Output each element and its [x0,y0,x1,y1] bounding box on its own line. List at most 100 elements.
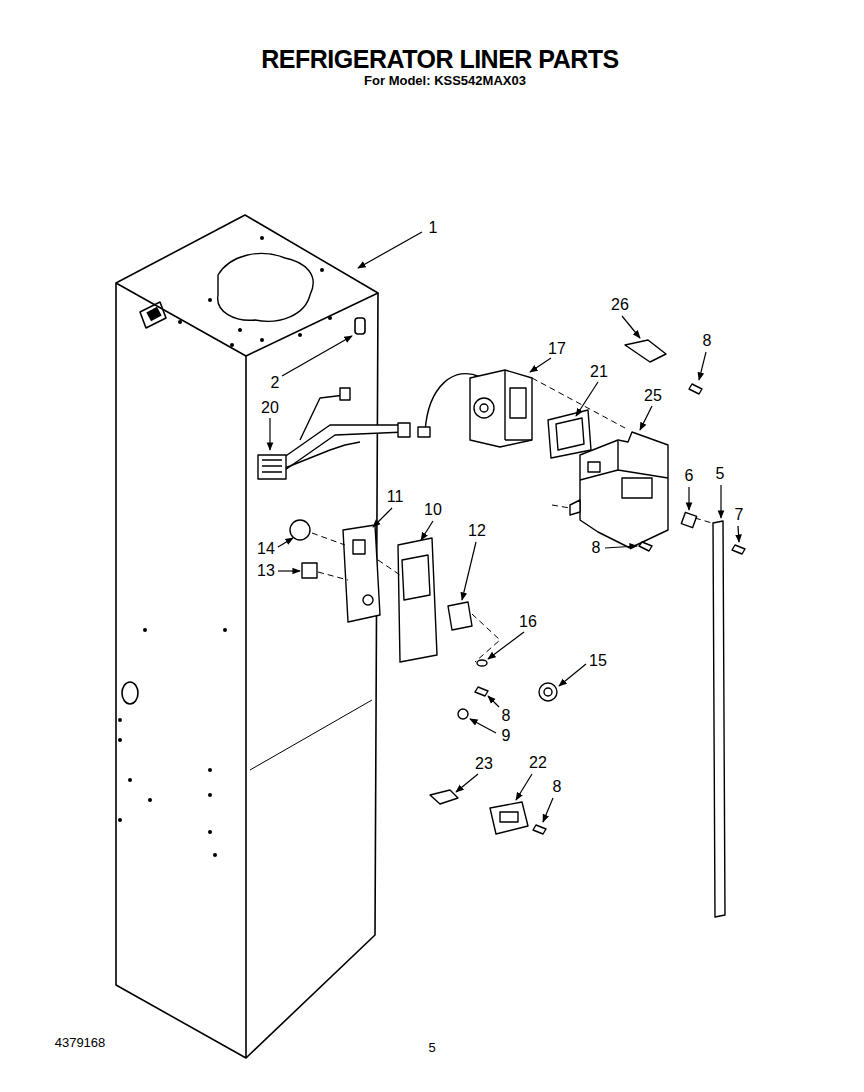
callout-number: 23 [475,755,493,773]
part-shape [689,384,702,394]
assembly-dashe [552,505,570,508]
rivet-hole [143,628,147,632]
leader-line [559,664,586,686]
leader-line [488,696,499,707]
leader-line [543,798,553,822]
callout-number: 1 [429,219,438,237]
liner-cabinet [218,253,313,321]
part-shape [343,525,380,622]
document-number: 4379168 [55,1036,106,1050]
liner-cabinet [116,215,378,1058]
callout-number: 15 [589,652,607,670]
leader-line [373,508,392,527]
part-shape [625,340,666,362]
leader-line [488,632,524,659]
part-shape [285,442,360,468]
callout-number: 8 [553,778,562,796]
part-shape [402,555,430,600]
part-shape [544,688,552,696]
callout-number: 11 [387,488,404,506]
callout-number: 25 [644,387,662,405]
part-shape [556,418,584,450]
callout-number: 8 [592,539,601,557]
leader-line [278,538,293,547]
part-shape [539,683,557,701]
liner-cabinet [355,318,365,334]
leader-line [358,232,422,268]
leader-line [456,774,478,792]
part-shape [262,460,282,472]
part-shape [639,542,652,551]
rivet-hole [223,628,227,632]
part-shape [290,520,310,540]
callout-number: 14 [257,540,275,558]
part-shape [622,478,652,498]
leader-line [640,406,652,430]
part-shape [477,660,487,666]
part-shape [258,455,286,479]
part-shape [533,825,546,834]
part-shape [363,595,373,605]
part-shape [505,370,532,440]
rivet-hole [328,316,332,320]
rivet-hole [260,236,264,240]
liner-cabinet [116,283,246,1058]
assembly-dashes [312,378,712,662]
callout-number: 16 [519,613,537,631]
rivet-holes [118,236,332,857]
part-shape [732,545,745,554]
callout-number: 8 [502,707,511,725]
callout-number: 9 [502,727,511,745]
leader-line [738,526,739,542]
part-shape [588,462,600,472]
assembly-dashe [695,518,712,523]
rivet-hole [208,298,212,302]
callout-number: 21 [590,363,608,381]
liner-cabinet [140,302,166,328]
part-shape [475,687,488,696]
part-shape [713,521,725,917]
callout-number: 12 [468,522,486,540]
leader-line [282,336,352,376]
rivet-hole [230,343,234,347]
assembly-dashe [318,572,348,580]
rivet-hole [298,333,302,337]
leader-line [530,358,551,372]
page-number: 5 [428,1041,435,1055]
part-shape [580,432,668,548]
part-shape [430,790,458,804]
leader-line [462,542,476,600]
part-shape [280,425,405,470]
part-shape [580,440,668,480]
part-shape [510,388,526,418]
liner-cabinet [122,682,138,704]
rivet-hole [128,778,132,782]
liner-cabinet [146,307,161,321]
diagram-title: REFRIGERATOR LINER PARTS [261,46,618,74]
liner-cabinet [246,293,378,1058]
leader-lines [270,232,739,822]
part-shape [300,395,345,440]
part-shape [458,709,468,719]
rivet-hole [178,320,182,324]
leader-line [516,774,532,800]
callout-number: 2 [271,374,280,392]
part-shape [302,563,317,578]
rivet-hole [148,798,152,802]
part-shape [418,427,430,437]
leader-line [269,418,270,450]
part-shape [340,388,350,400]
rivet-hole [208,768,212,772]
leader-line [622,316,640,338]
assembly-dashe [312,533,345,545]
leader-line [470,719,496,733]
leader-line [720,485,721,518]
rivet-hole [260,338,264,342]
leader-line [605,546,637,548]
callout-number: 26 [611,296,629,314]
assembly-dashe [472,614,500,662]
part-shape [474,398,494,418]
part-shape [681,512,696,527]
callout-number: 8 [703,332,712,350]
